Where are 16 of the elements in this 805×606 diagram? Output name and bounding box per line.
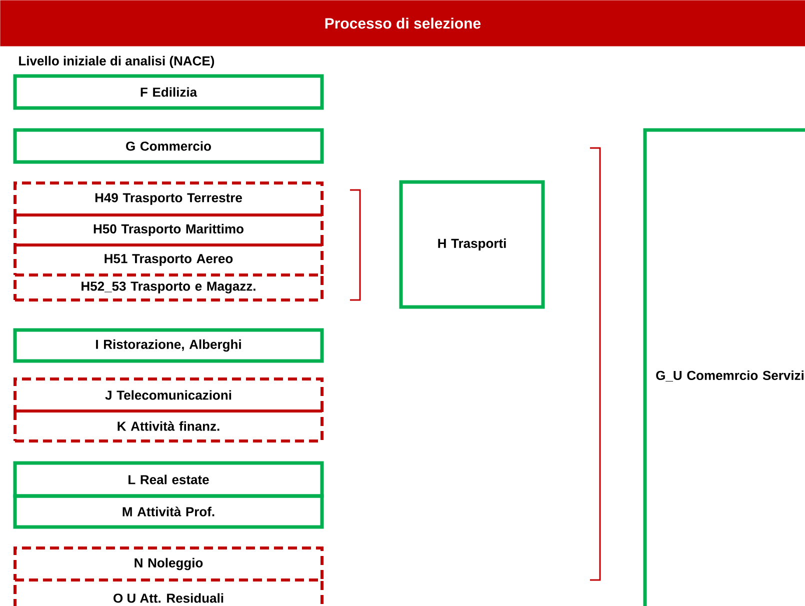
dashed-sector-box: O U Att. Residuali [14,578,324,606]
sector-box: H Trasporti [399,180,545,309]
sector-box: L Real estate [13,461,324,498]
dashed-sector-box: J Telecomunicazioni [14,378,324,412]
dashed-sector-box: H52_53 Trasporto e Magazz. [14,274,324,302]
dashed-sector-box: H49 Trasporto Terrestre [14,182,324,216]
sector-box: G Commercio [13,128,324,164]
dashed-sector-box: K Attività finanz. [14,410,324,442]
dashed-sector-box: H51 Trasporto Aereo [14,244,324,276]
sector-box: I Ristorazione, Alberghi [13,328,324,363]
sector-box: F Edilizia [13,74,324,110]
sector-box: M Attività Prof. [13,494,324,529]
dashed-sector-box: N Noleggio [14,546,324,582]
title-band: Processo di selezione [0,0,805,46]
sector-box: G_U Comemrcio Servizi [643,128,805,606]
dashed-sector-box: H50 Trasporto Marittimo [14,214,324,246]
